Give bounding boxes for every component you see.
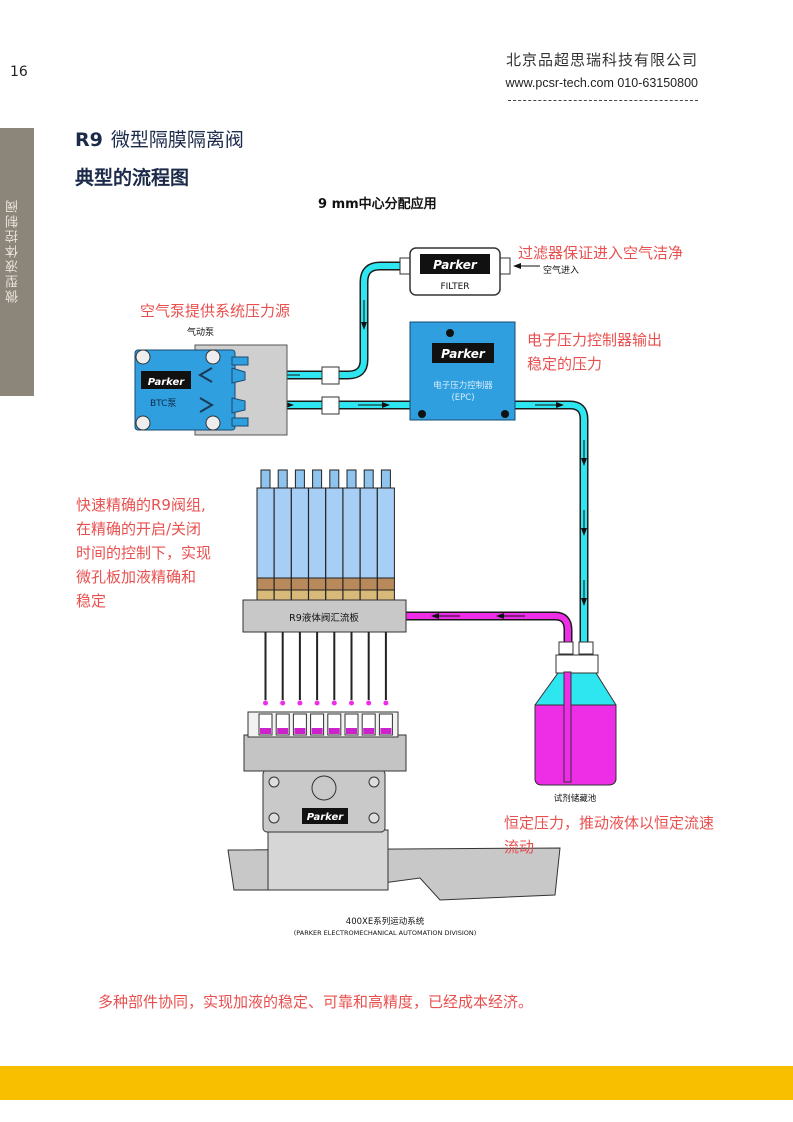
parker-logo-text: Parker [307,812,344,823]
filter-annotation: 过滤器保证进入空气洁净 [518,244,684,262]
parker-logo [141,371,191,389]
side-tab: 微型液体控制阀 [0,128,34,396]
liquid-drop [331,700,337,706]
r9-valve [256,469,275,601]
epc-label: 电子压力控制器 [433,380,493,391]
reservoir-label: 试剂储藏池 [554,793,597,804]
filter-label: FILTER [440,282,469,292]
footer-bar [0,1066,793,1100]
reagent-reservoir: 试剂储藏池 [534,641,617,804]
r9-valve [273,469,292,601]
well-liquid [277,728,289,734]
product-name: 微型隔膜隔离阀 [110,129,244,151]
r9-valve [308,469,327,601]
pump-annotation: 空气泵提供系统压力源 [140,302,291,320]
r9-valve [342,469,361,601]
epc-label-sub: (EPC) [451,393,474,403]
company-contact: www.pcsr-tech.com 010-63150800 [505,76,698,90]
fitting [321,396,340,415]
liquid-drop [297,700,303,706]
section-title: 典型的流程图 [75,167,190,189]
epc-controller: Parker 电子压力控制器 (EPC) [409,321,516,421]
microplate [258,713,393,736]
parker-logo-text: Parker [148,377,185,388]
parker-logo-text: Parker [441,347,486,361]
filter: Parker FILTER 空气进入 [399,247,579,296]
page-number: 16 [10,64,28,80]
epc-annotation-line: 稳定的压力 [527,355,603,373]
manifold: R9液体阀汇流板 [242,599,407,633]
liquid-drop [366,700,372,706]
reservoir-annotation: 恒定压力，推动液体以恒定流速 流动 [504,811,714,859]
liquid-drop [280,700,286,706]
valve-annotation-line: 微孔板加液精确和 [76,568,197,586]
well-liquid [346,728,357,734]
air-inlet-label: 空气进入 [543,264,579,276]
header-divider [508,100,698,101]
company-name: 北京品超思瑞科技有限公司 [505,51,698,69]
liquid-drop [349,700,354,706]
liquid-drop [263,700,268,706]
well-liquid [311,728,323,734]
r9-valve [376,469,395,601]
epc-annotation: 电子压力控制器输出 稳定的压力 [527,328,662,376]
footer-note: 多种部件协同，实现加液的稳定、可靠和高精度，已经成本经济。 [98,993,534,1011]
fitting [321,366,340,385]
parker-logo [302,808,348,824]
liquid-line-reservoir-to-manifold [405,611,573,780]
liquid-drop [314,700,320,706]
motion-label-sub: (PARKER ELECTROMECHANICAL AUTOMATION DIV… [294,929,477,937]
product-title: R9 微型隔膜隔离阀 [75,125,244,152]
diagram-title: 9 mm中心分配应用 [318,197,437,212]
valve-annotation-line: 稳定 [76,592,107,610]
valve-annotation-line: 时间的控制下，实现 [76,544,212,562]
motion-label: 400XE系列运动系统 [346,916,425,927]
reservoir-annotation-line: 流动 [504,838,535,856]
parker-logo [432,343,494,363]
parker-logo-text: Parker [433,258,478,272]
well-liquid [260,728,271,734]
product-code: R9 [75,129,103,151]
valve-annotation-line: 快速精确的R9阀组, [76,496,206,514]
parker-logo [420,254,490,274]
pump-label: BTC泵 [150,398,176,409]
pump-caption: 气动泵 [187,326,214,338]
manifold-label: R9液体阀汇流板 [289,612,359,624]
epc-annotation-line: 电子压力控制器输出 [527,331,663,349]
r9-valve [359,469,378,601]
r9-valve-bank [256,469,395,601]
btc-pump: Parker BTC泵 气动泵 [134,326,288,436]
well-liquid [328,728,340,734]
motion-stage: Parker [227,711,561,901]
valve-annotation: 快速精确的R9阀组, 在精确的开启/关闭 时间的控制下，实现 微孔板加液精确和 … [76,493,211,613]
well-liquid [294,728,306,734]
well-liquid [380,728,392,734]
dispense-needles [263,632,389,706]
well-liquid [363,728,375,734]
valve-annotation-line: 在精确的开启/关闭 [76,520,202,538]
reservoir-annotation-line: 恒定压力，推动液体以恒定流速 [504,814,715,832]
air-line-epc-to-reservoir [515,400,589,645]
r9-valve [325,469,344,601]
liquid-drop [383,700,389,706]
r9-valve [290,469,309,601]
